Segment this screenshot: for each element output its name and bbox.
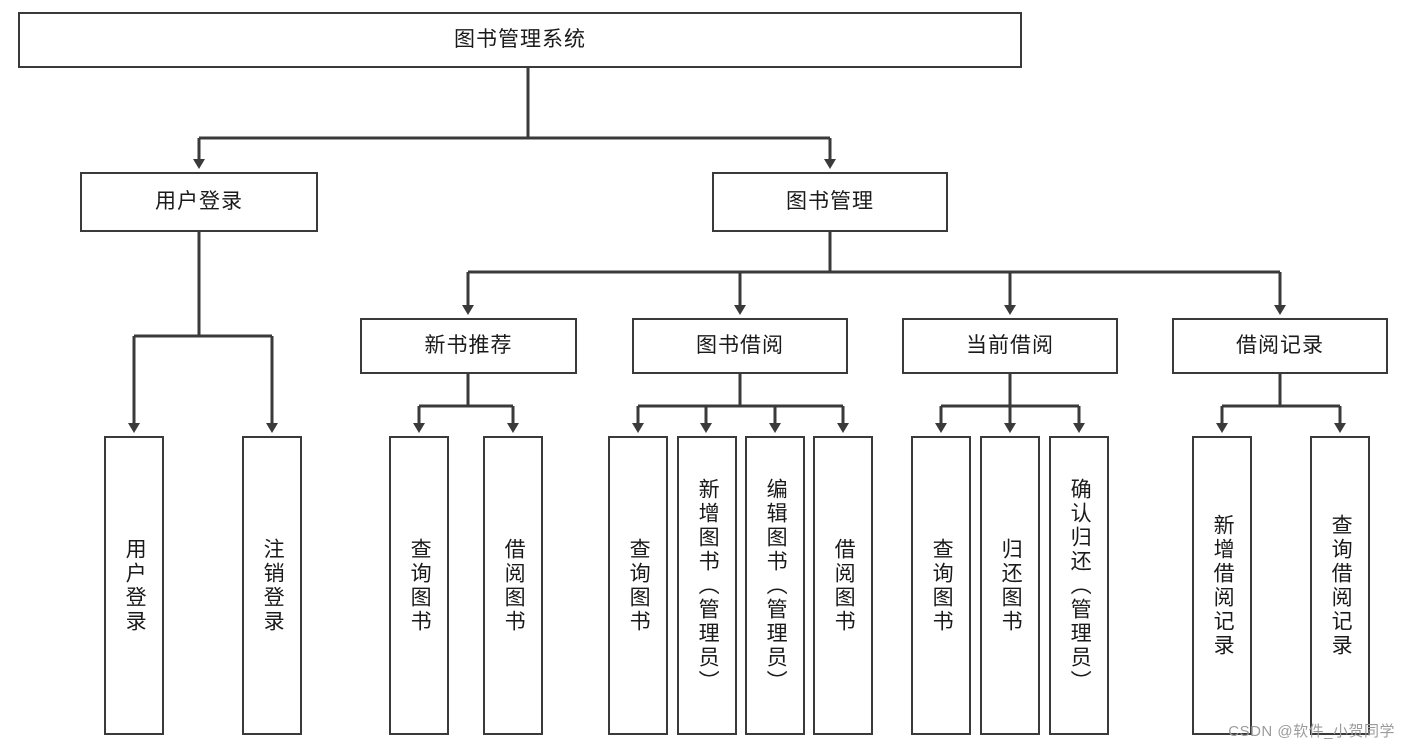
leaf-confirm-return[interactable]: 确认归还（管理员） — [1049, 436, 1109, 735]
leaf-return-book[interactable]: 归还图书 — [980, 436, 1040, 735]
node-new-book-recommend[interactable]: 新书推荐 — [360, 318, 577, 374]
leaf-logout[interactable]: 注销登录 — [242, 436, 302, 735]
node-label: 新书推荐 — [424, 333, 513, 357]
leaf-edit-book[interactable]: 编辑图书（管理员） — [745, 436, 805, 735]
leaf-query-book-3[interactable]: 查询图书 — [911, 436, 971, 735]
node-label: 确认归还（管理员） — [1068, 477, 1092, 694]
leaf-query-book-2[interactable]: 查询图书 — [608, 436, 668, 735]
node-label: 图书管理 — [786, 189, 874, 213]
node-label: 新增借阅记录 — [1211, 513, 1235, 658]
node-book-borrow[interactable]: 图书借阅 — [632, 318, 848, 374]
leaf-query-borrow-record[interactable]: 查询借阅记录 — [1310, 436, 1370, 735]
leaf-add-borrow-record[interactable]: 新增借阅记录 — [1192, 436, 1252, 735]
node-label: 注销登录 — [261, 537, 285, 634]
leaf-borrow-book-1[interactable]: 借阅图书 — [483, 436, 543, 735]
node-label: 借阅图书 — [502, 537, 526, 634]
node-root-system[interactable]: 图书管理系统 — [18, 12, 1022, 68]
leaf-user-login[interactable]: 用户登录 — [104, 436, 164, 735]
node-current-borrow[interactable]: 当前借阅 — [902, 318, 1118, 374]
node-label: 查询图书 — [408, 537, 432, 634]
node-borrow-record[interactable]: 借阅记录 — [1172, 318, 1388, 374]
node-label: 图书借阅 — [696, 333, 784, 357]
leaf-borrow-book-2[interactable]: 借阅图书 — [813, 436, 873, 735]
node-label: 用户登录 — [155, 189, 243, 213]
node-label: 查询图书 — [930, 537, 954, 634]
node-label: 新增图书（管理员） — [696, 477, 720, 694]
leaf-add-book[interactable]: 新增图书（管理员） — [677, 436, 737, 735]
node-label: 归还图书 — [999, 537, 1023, 634]
node-label: 编辑图书（管理员） — [764, 477, 788, 694]
node-label: 图书管理系统 — [454, 27, 586, 51]
node-user-login[interactable]: 用户登录 — [80, 172, 318, 232]
leaf-query-book-1[interactable]: 查询图书 — [389, 436, 449, 735]
node-label: 用户登录 — [123, 537, 147, 634]
node-book-manage[interactable]: 图书管理 — [712, 172, 948, 232]
node-label: 借阅记录 — [1236, 333, 1324, 357]
node-label: 当前借阅 — [966, 333, 1054, 357]
node-label: 查询图书 — [627, 537, 651, 634]
node-label: 借阅图书 — [832, 537, 856, 634]
node-label: 查询借阅记录 — [1329, 513, 1353, 658]
